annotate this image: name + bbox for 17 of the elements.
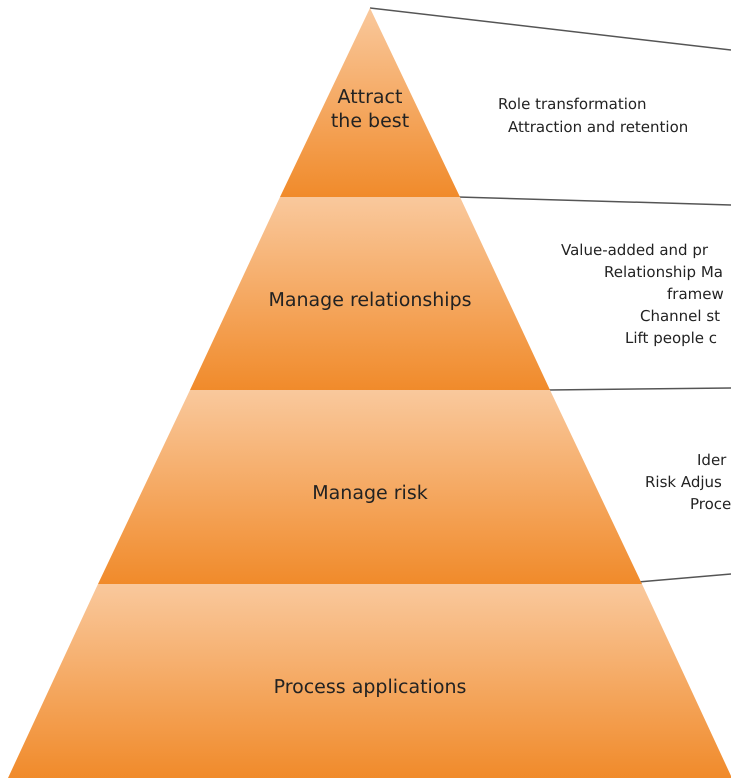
tier-title: Process applications [272, 675, 468, 699]
description-text: Proce [690, 494, 731, 514]
pyramid-tier [280, 8, 460, 197]
description-text: framew [667, 284, 724, 304]
tier-title: Manage risk [311, 481, 429, 505]
description-text: Value-added and pr [561, 240, 708, 260]
description-text: Attraction and retention [508, 117, 688, 137]
description-text: Risk Adjus [645, 472, 722, 492]
description-text: Channel st [640, 306, 720, 326]
description-text: Ider [697, 450, 726, 470]
pyramid-tier [8, 584, 731, 778]
tier-title: Manage relationships [267, 288, 473, 312]
description-text: Lift people c [625, 328, 718, 348]
tier-title: Attract the best [330, 84, 410, 132]
pyramid-tier [98, 390, 642, 584]
description-text: Role transformation [498, 94, 647, 114]
description-text: Relationship Ma [604, 262, 723, 282]
